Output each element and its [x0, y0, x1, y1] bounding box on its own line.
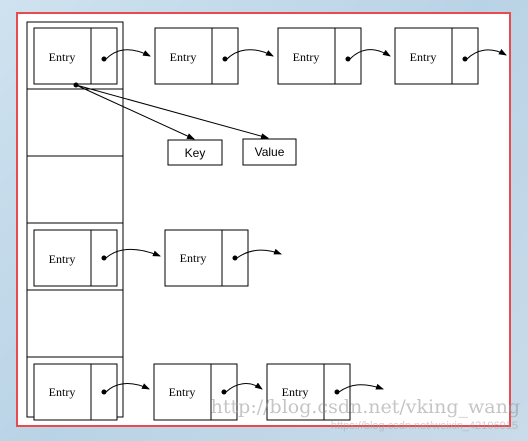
entry-node: Entry: [266, 363, 351, 421]
pointer-dot: [345, 56, 351, 62]
watermark-url: https://blog.csdn.net/weixin_42196915: [330, 420, 518, 432]
pointer-dot: [221, 389, 227, 395]
key-box: Key: [167, 139, 223, 166]
next-pointer-arrow: [226, 49, 274, 60]
entry-label: Entry: [180, 251, 207, 265]
entry-node: Entry: [33, 363, 118, 421]
next-pointer-arrow: [225, 382, 263, 393]
pointer-dot: [101, 255, 107, 261]
value-box: Value: [242, 138, 297, 166]
entry-label: Entry: [282, 385, 309, 399]
entry-label: Entry: [293, 50, 320, 64]
key-label: Key: [185, 146, 206, 160]
pointer-dot: [334, 389, 340, 395]
pointer-dot: [101, 389, 107, 395]
entry-label: Entry: [49, 50, 76, 64]
entry-label: Entry: [49, 385, 76, 399]
key-pointer-arrow: [75, 84, 195, 140]
pointer-dot: [232, 255, 238, 261]
entry-node: Entry: [153, 363, 238, 421]
value-pointer-arrow: [75, 84, 269, 140]
value-label: Value: [255, 145, 285, 159]
next-pointer-arrow: [105, 383, 150, 393]
entry-label: Entry: [410, 50, 437, 64]
entry-node: Entry: [164, 229, 249, 287]
next-pointer-arrow: [105, 49, 151, 60]
pointer-dot: [101, 56, 107, 62]
entry-node: Entry: [277, 27, 362, 85]
entry-node: Entry: [33, 27, 118, 85]
next-pointer-arrow: [349, 49, 391, 60]
entry-label: Entry: [170, 50, 197, 64]
next-pointer-arrow: [105, 248, 161, 259]
watermark-text: http://blog.csdn.net/vking_wang: [210, 396, 520, 418]
entry-label: Entry: [49, 252, 76, 266]
entry-label: Entry: [169, 385, 196, 399]
entry-node: Entry: [33, 229, 118, 287]
pointer-dot: [462, 56, 468, 62]
next-pointer-arrow: [466, 48, 507, 60]
entry-node: Entry: [154, 27, 239, 85]
pointer-dot: [222, 56, 228, 62]
next-pointer-arrow: [338, 383, 384, 393]
entry-node: Entry: [394, 27, 479, 85]
next-pointer-arrow: [236, 248, 282, 259]
